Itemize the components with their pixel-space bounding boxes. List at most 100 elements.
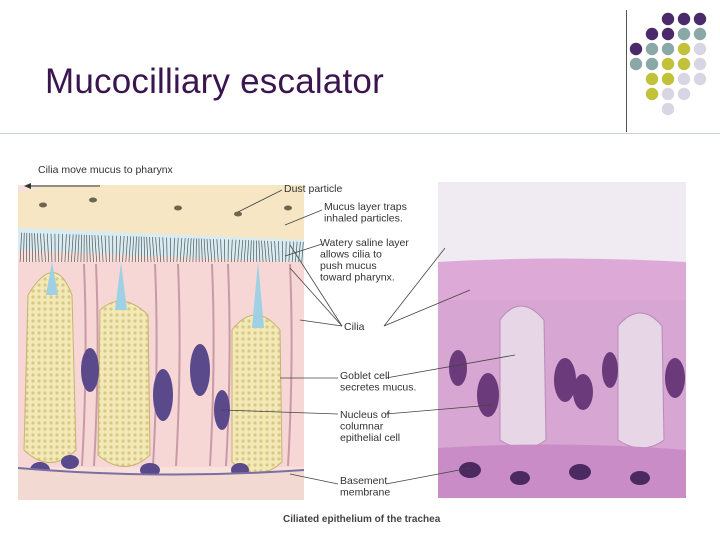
- cilium: [173, 237, 175, 265]
- label-line: Mucus layer traps: [324, 201, 407, 213]
- cilium: [267, 240, 270, 265]
- cilium: [77, 234, 80, 265]
- cilium: [179, 237, 183, 265]
- cilium: [234, 239, 237, 265]
- decorative-dot: [661, 102, 675, 116]
- title-divider: [0, 133, 720, 134]
- decorative-dot: [693, 57, 707, 71]
- label-line: Nucleus of: [340, 409, 390, 421]
- decorative-dot: [661, 72, 675, 86]
- cilium: [46, 233, 50, 265]
- cilium: [250, 240, 252, 265]
- decorative-dot: [677, 12, 691, 26]
- cilium: [19, 232, 22, 265]
- decorative-dot: [693, 42, 707, 56]
- decorative-dot: [693, 27, 707, 41]
- basement-membrane: [18, 468, 304, 500]
- cilium: [298, 241, 301, 265]
- slide-title: Mucocilliary escalator: [45, 62, 384, 101]
- label-line: secretes mucus.: [340, 382, 416, 394]
- cilium: [264, 240, 267, 265]
- cilium: [70, 234, 74, 265]
- cilium: [22, 232, 25, 265]
- cilium: [230, 239, 233, 265]
- cilium: [258, 240, 261, 265]
- label-line: allows cilia to: [320, 249, 382, 261]
- cilium: [149, 236, 152, 265]
- cilium: [261, 240, 264, 265]
- decorative-dot: [645, 87, 659, 101]
- cilium: [31, 233, 34, 265]
- cilium: [212, 239, 216, 265]
- cilium: [301, 241, 304, 265]
- decorative-dot: [645, 42, 659, 56]
- cilium: [61, 234, 64, 265]
- cilium: [91, 235, 94, 265]
- cilium: [182, 237, 186, 265]
- cilium: [80, 234, 83, 265]
- cilium: [209, 238, 213, 265]
- cell-wall: [175, 263, 181, 467]
- label-line: membrane: [340, 487, 390, 499]
- cilium: [88, 234, 91, 265]
- cilium: [97, 235, 101, 265]
- cilium: [146, 236, 149, 265]
- cilium: [64, 234, 67, 265]
- label-line: columnar: [340, 421, 384, 433]
- cilium: [176, 237, 179, 265]
- illustration-panel: [18, 185, 304, 500]
- nuclei: [30, 344, 249, 478]
- cilium: [50, 233, 53, 265]
- label-line: Goblet cell: [340, 370, 390, 382]
- decorative-dot: [677, 87, 691, 101]
- decorative-dot: [661, 27, 675, 41]
- cilium: [220, 239, 222, 265]
- cilium: [128, 236, 132, 265]
- cilium: [294, 241, 298, 265]
- decorative-dot: [661, 87, 675, 101]
- cilium: [216, 239, 219, 265]
- cell-wall: [209, 263, 215, 467]
- cilia-tufts: [46, 262, 264, 328]
- dust-label: Dust particle: [284, 183, 343, 195]
- label-line: Watery saline layer: [320, 237, 409, 249]
- cilium: [274, 241, 277, 265]
- cilium: [246, 240, 249, 265]
- leader-lines: [221, 189, 516, 485]
- decorative-dot: [645, 57, 659, 71]
- cell-wall: [152, 263, 158, 467]
- decorative-dot: [629, 57, 643, 71]
- cilium: [206, 238, 210, 265]
- label-line: Dust particle: [284, 183, 343, 195]
- cilium: [255, 240, 258, 265]
- cilium: [115, 235, 117, 265]
- label-line: Basement: [340, 475, 387, 487]
- goblet-cells: [23, 272, 283, 474]
- cilium: [104, 235, 107, 265]
- decorative-dot: [645, 72, 659, 86]
- trachea-epithelium-figure: Cilia move mucus to pharynx Dust particl…: [18, 164, 686, 500]
- cilium: [122, 236, 125, 265]
- cilium: [134, 236, 137, 265]
- cilium: [34, 233, 37, 265]
- cilium: [285, 241, 287, 265]
- cilium: [237, 239, 240, 265]
- decorative-dot: [677, 57, 691, 71]
- cilium: [86, 234, 88, 265]
- cilium: [94, 235, 98, 265]
- label-line: epithelial cell: [340, 432, 400, 444]
- decorative-dot-grid: [629, 12, 707, 116]
- cilium: [131, 236, 135, 265]
- dust-particles: [39, 197, 292, 217]
- cell-wall: [225, 263, 231, 467]
- cilium: [158, 237, 162, 265]
- cilium: [108, 235, 110, 265]
- decorative-dot: [661, 42, 675, 56]
- decorative-dot: [661, 57, 675, 71]
- cilia-label: Cilia: [344, 321, 365, 333]
- cilium: [240, 239, 244, 265]
